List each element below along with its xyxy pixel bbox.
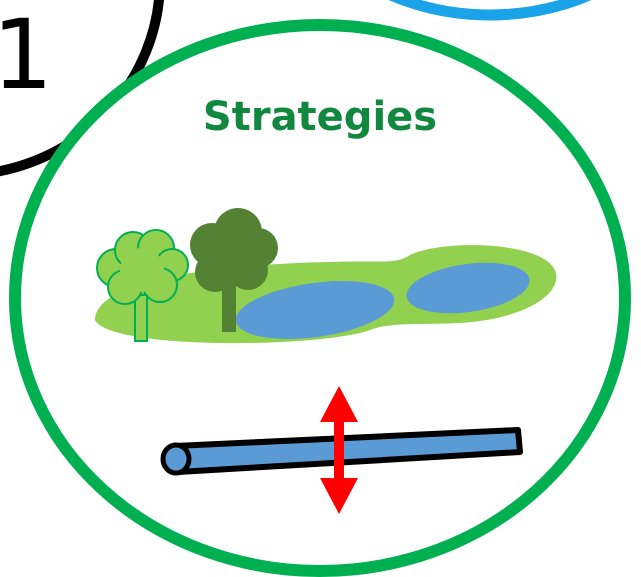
strategies-title: Strategies	[203, 94, 437, 140]
pond-large	[235, 281, 395, 339]
left-neighbor-ring: 1	[0, 0, 164, 177]
top-neighbor-ring	[388, 0, 592, 21]
vertical-double-arrow-icon	[320, 386, 358, 514]
pond-small	[406, 262, 530, 314]
pipe-icon	[160, 427, 523, 476]
tree-dark	[190, 208, 278, 332]
park-with-trees-and-ponds-icon	[95, 208, 557, 344]
tree-light	[96, 229, 189, 342]
left-neighbor-partial-text: 1	[0, 0, 53, 111]
